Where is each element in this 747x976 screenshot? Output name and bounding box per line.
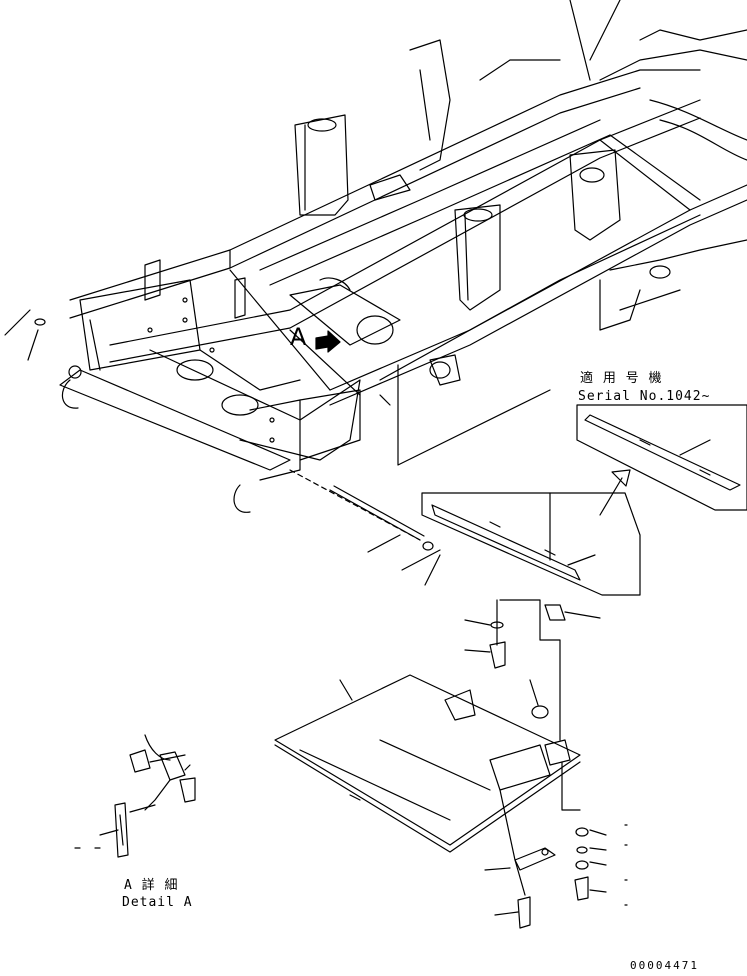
long-rod bbox=[289, 469, 441, 586]
spacer-block bbox=[499, 599, 601, 741]
strip-inset-box bbox=[421, 492, 641, 596]
inset-arrow-line bbox=[599, 477, 623, 516]
inset-arrowhead bbox=[611, 469, 631, 487]
detail-title: A 詳 細 bbox=[124, 878, 179, 893]
serial-note-title: 適 用 号 機 bbox=[580, 371, 663, 386]
view-label: A bbox=[290, 323, 307, 351]
cover-plate bbox=[274, 674, 581, 853]
bolt-washer-upper bbox=[464, 599, 506, 669]
bolt-stack-right bbox=[561, 761, 628, 906]
reference-leader bbox=[397, 364, 551, 466]
serial-note-number: Serial No.1042~ bbox=[578, 389, 711, 404]
leader-lines-left bbox=[4, 309, 46, 361]
detail-a-drawing bbox=[74, 734, 196, 858]
detail-subtitle: Detail A bbox=[122, 895, 193, 910]
serial-inset-box bbox=[576, 404, 747, 511]
drawing-number: 00004471 bbox=[630, 959, 699, 972]
main-frame bbox=[59, 0, 747, 513]
view-arrow-icon bbox=[315, 330, 341, 353]
bracket-lower bbox=[484, 789, 556, 929]
